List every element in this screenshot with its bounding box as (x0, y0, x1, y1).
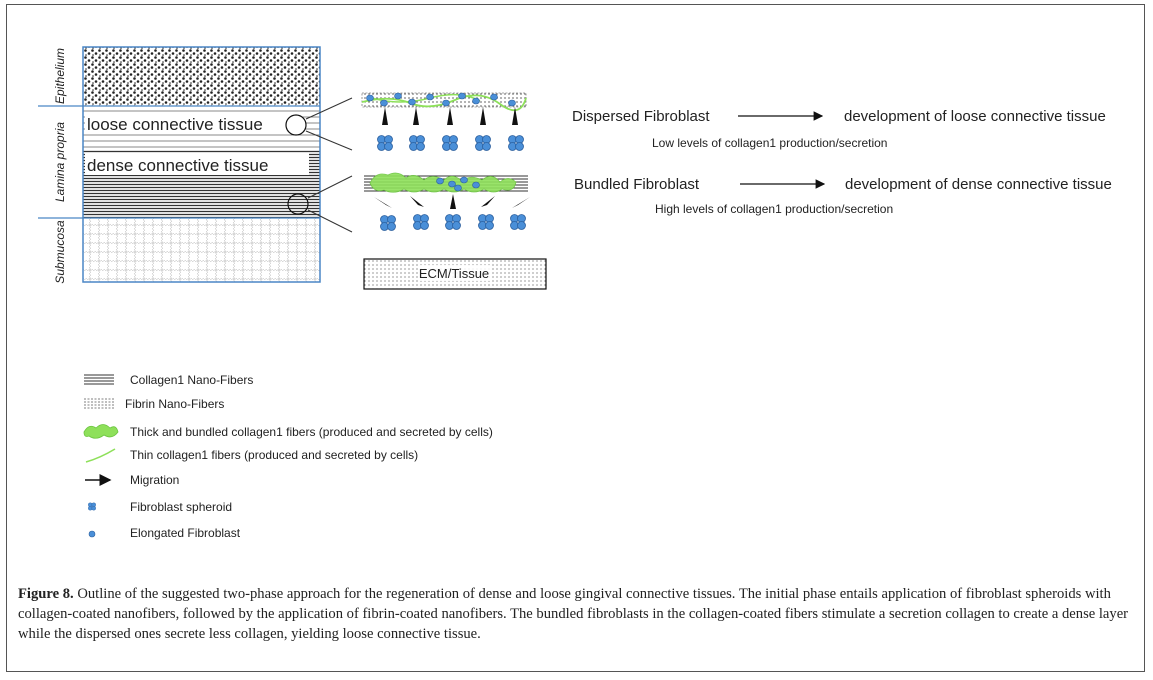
figure-caption-text: Outline of the suggested two-phase appro… (18, 586, 1129, 642)
elongated-fibroblast (408, 98, 416, 106)
loose-zoom-line-top (305, 97, 353, 120)
legend-label: Elongated Fibroblast (130, 526, 241, 540)
migration-arrow-diagonal (410, 196, 424, 207)
figure-caption-label: Figure 8. (18, 586, 74, 602)
pathway-source: Dispersed Fibroblast (572, 108, 710, 125)
migration-arrow-diagonal (512, 197, 530, 208)
loose-tissue-label: loose connective tissue (87, 115, 263, 134)
elongated-fibroblast (460, 176, 468, 184)
thick-collagen-fiber-icon (83, 424, 119, 439)
elongated-fibroblast (508, 99, 516, 107)
migration-arrow-up (450, 194, 456, 209)
figure-diagram: loose connective tissue dense connective… (38, 46, 1112, 540)
fibrin-nanofiber-icon (84, 398, 114, 409)
submucosa-label: Submucosa (53, 220, 67, 284)
legend-label: Thick and bundled collagen1 fibers (prod… (130, 425, 493, 439)
thin-collagen-fiber (361, 94, 527, 112)
elongated-fibroblast (394, 92, 402, 100)
dense-zoom-line-bottom (307, 209, 353, 233)
elongated-fibroblast (458, 92, 466, 100)
loose-label-bg (85, 112, 293, 134)
ecm-label-bg (418, 265, 490, 281)
epithelium-layer (83, 47, 320, 106)
pathway-outcome: development of loose connective tissue (844, 108, 1106, 125)
legend-label: Fibrin Nano-Fibers (125, 397, 224, 411)
fibroblast-spheroid (380, 215, 396, 231)
elongated-fibroblast (436, 177, 444, 185)
fibroblast-spheroid (508, 135, 524, 151)
collagen-nanofiber-icon (84, 374, 114, 385)
fibroblast-spheroid (478, 214, 494, 230)
loose-zoom-circle (285, 114, 307, 136)
elongated-fibroblast (442, 99, 450, 107)
fibroblast-spheroid (377, 135, 393, 151)
migration-arrow-diagonal (481, 196, 495, 207)
pathway-detail: Low levels of collagen1 production/secre… (652, 136, 887, 150)
elongated-fibroblast (380, 99, 388, 107)
dense-zoom-detail (364, 172, 530, 231)
elongated-fibroblast (448, 180, 456, 188)
pathway-outcome: development of dense connective tissue (845, 176, 1112, 193)
dense-tissue-label: dense connective tissue (87, 156, 268, 175)
migration-arrow-up (413, 107, 419, 125)
migration-arrow-up (447, 107, 453, 125)
submucosa-layer (83, 218, 320, 282)
legend-label: Collagen1 Nano-Fibers (130, 373, 253, 387)
fibroblast-spheroid (409, 135, 425, 151)
fibroblast-spheroid (445, 214, 461, 230)
legend-label: Thin collagen1 fibers (produced and secr… (130, 448, 418, 462)
migration-arrow-up (382, 107, 388, 125)
elongated-fibroblast-icon (88, 530, 96, 538)
pathway-bundled: Bundled Fibroblast development of dense … (574, 176, 1112, 216)
lamina-propria-label: Lamina propria (53, 122, 67, 202)
elongated-fibroblast (472, 181, 480, 189)
loose-zoom-detail (361, 92, 527, 151)
fibroblast-spheroid (442, 135, 458, 151)
loose-zoom-line-bottom (305, 130, 353, 151)
thin-collagen-fiber-icon (85, 448, 116, 463)
figure-caption: Figure 8. Outline of the suggested two-p… (18, 584, 1133, 644)
pathway-detail: High levels of collagen1 production/secr… (655, 202, 893, 216)
legend-label: Fibroblast spheroid (130, 500, 232, 514)
pathway-source: Bundled Fibroblast (574, 176, 700, 193)
dense-zoom-line-top (307, 175, 353, 199)
pathway-dispersed: Dispersed Fibroblast development of loos… (572, 108, 1106, 150)
fibroblast-spheroid (510, 214, 526, 230)
fibroblast-spheroid (413, 214, 429, 230)
fibroblast-spheroid-icon (88, 502, 96, 511)
tissue-column-border (82, 46, 321, 283)
elongated-fibroblast (366, 94, 374, 102)
elongated-fibroblast (454, 184, 462, 192)
ecm-tissue-label: ECM/Tissue (419, 266, 489, 281)
migration-arrow-up (512, 107, 518, 125)
elongated-fibroblast (472, 97, 480, 105)
migration-arrow-diagonal (374, 197, 392, 208)
elongated-fibroblast (490, 93, 498, 101)
dense-zoom-circle (287, 193, 309, 215)
tissue-column: loose connective tissue dense connective… (38, 46, 321, 284)
elongated-fibroblast (426, 93, 434, 101)
dense-label-bg (85, 153, 309, 175)
fibroblast-spheroid (475, 135, 491, 151)
migration-arrow-up (480, 107, 486, 125)
legend: Collagen1 Nano-Fibers Fibrin Nano-Fibers… (83, 373, 493, 540)
epithelium-label: Epithelium (53, 48, 67, 104)
legend-label: Migration (130, 473, 179, 487)
